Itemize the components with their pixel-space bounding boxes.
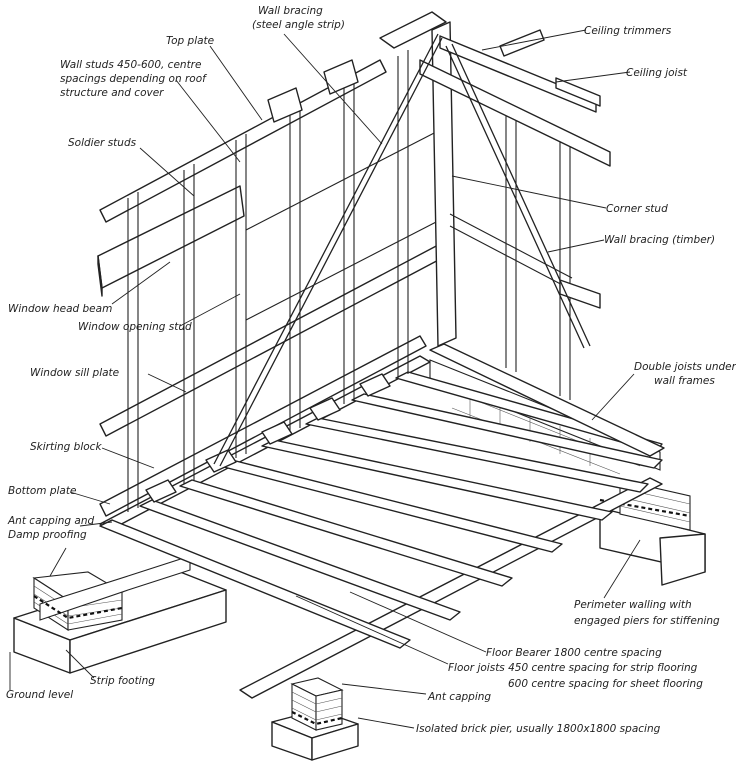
callout-labels: Wall bracing (steel angle strip) Top pla… <box>6 5 736 735</box>
label-skirting-block: Skirting block <box>30 441 102 453</box>
label-ceiling-trimmers: Ceiling trimmers <box>584 25 672 37</box>
label-floor-bearer: Floor Bearer 1800 centre spacing <box>486 647 662 659</box>
label-strip-footing: Strip footing <box>90 675 155 687</box>
leader-lines <box>9 29 641 729</box>
label-soldier-studs: Soldier studs <box>68 137 137 149</box>
label-wall-studs-3: structure and cover <box>60 87 164 99</box>
label-window-sill-plate: Window sill plate <box>30 367 119 379</box>
label-isolated-brick-pier: Isolated brick pier, usually 1800x1800 s… <box>416 723 661 735</box>
label-floor-joists-2: 600 centre spacing for sheet flooring <box>508 678 703 690</box>
label-window-opening-stud: Window opening stud <box>78 321 192 333</box>
label-double-joists-2: wall frames <box>654 375 715 387</box>
label-ant-capping-damp-2: Damp proofing <box>8 529 87 541</box>
label-wall-studs-2: spacings depending on roof <box>60 73 208 85</box>
label-floor-joists-1: Floor joists 450 centre spacing for stri… <box>448 662 698 674</box>
label-corner-stud: Corner stud <box>606 203 668 215</box>
label-perimeter-walling-1: Perimeter walling with <box>574 599 692 611</box>
label-double-joists-1: Double joists under <box>634 361 736 373</box>
label-ground-level: Ground level <box>6 689 73 701</box>
label-wall-studs-1: Wall studs 450-600, centre <box>60 59 201 71</box>
label-wall-bracing-steel-2: (steel angle strip) <box>252 19 345 31</box>
wall-bracing <box>213 33 591 467</box>
label-window-head-beam: Window head beam <box>8 303 112 315</box>
floor-joists <box>99 371 663 649</box>
label-ceiling-joist: Ceiling joist <box>626 67 688 79</box>
right-wall-frame <box>449 110 601 400</box>
label-bottom-plate: Bottom plate <box>8 485 76 497</box>
label-ant-capping-damp-1: Ant capping and <box>7 515 94 527</box>
label-wall-bracing-steel-1: Wall bracing <box>258 5 323 17</box>
left-wall-frame <box>97 50 447 517</box>
label-top-plate: Top plate <box>166 35 214 47</box>
label-wall-bracing-timber: Wall bracing (timber) <box>604 234 715 246</box>
label-ant-capping: Ant capping <box>427 691 491 703</box>
isolated-brick-pier <box>271 677 359 761</box>
corner-stud <box>379 11 457 347</box>
label-perimeter-walling-2: engaged piers for stiffening <box>574 615 720 627</box>
